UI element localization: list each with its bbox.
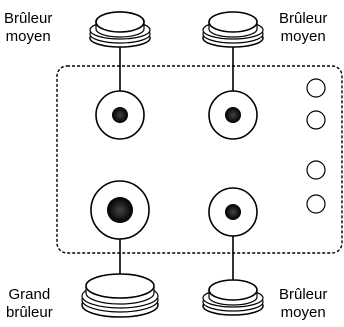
control-knob-4 <box>306 194 326 214</box>
label-top-right-line1: Brûleur <box>279 10 328 27</box>
burner-base-bottom-left <box>90 180 150 240</box>
label-bottom-right: Brûleur moyen <box>279 286 327 322</box>
label-bottom-right-line2: moyen <box>280 304 326 321</box>
label-bottom-right-line1: Brûleur <box>279 286 328 303</box>
label-top-left: Brûleur moyen <box>4 10 52 46</box>
control-knob-3 <box>306 160 326 180</box>
burner-cap-top-right <box>202 11 264 48</box>
burner-base-top-left <box>95 90 145 140</box>
label-top-right: Brûleur moyen <box>279 10 327 46</box>
burner-cap-top-left <box>89 11 151 48</box>
label-bottom-left: Grand brûleur <box>6 286 53 322</box>
label-bottom-left-line2: brûleur <box>6 304 53 321</box>
label-top-left-line1: Brûleur <box>4 10 53 27</box>
label-bottom-left-line1: Grand <box>8 286 51 303</box>
control-knob-1 <box>306 78 326 98</box>
label-top-right-line2: moyen <box>280 28 326 45</box>
burner-cap-bottom-left <box>81 273 159 318</box>
control-knob-2 <box>306 110 326 130</box>
burner-cap-bottom-right <box>202 279 264 316</box>
cooktop-outline <box>56 65 343 254</box>
burner-base-top-right <box>208 90 258 140</box>
burner-base-bottom-right <box>208 187 258 237</box>
label-top-left-line2: moyen <box>5 28 51 45</box>
